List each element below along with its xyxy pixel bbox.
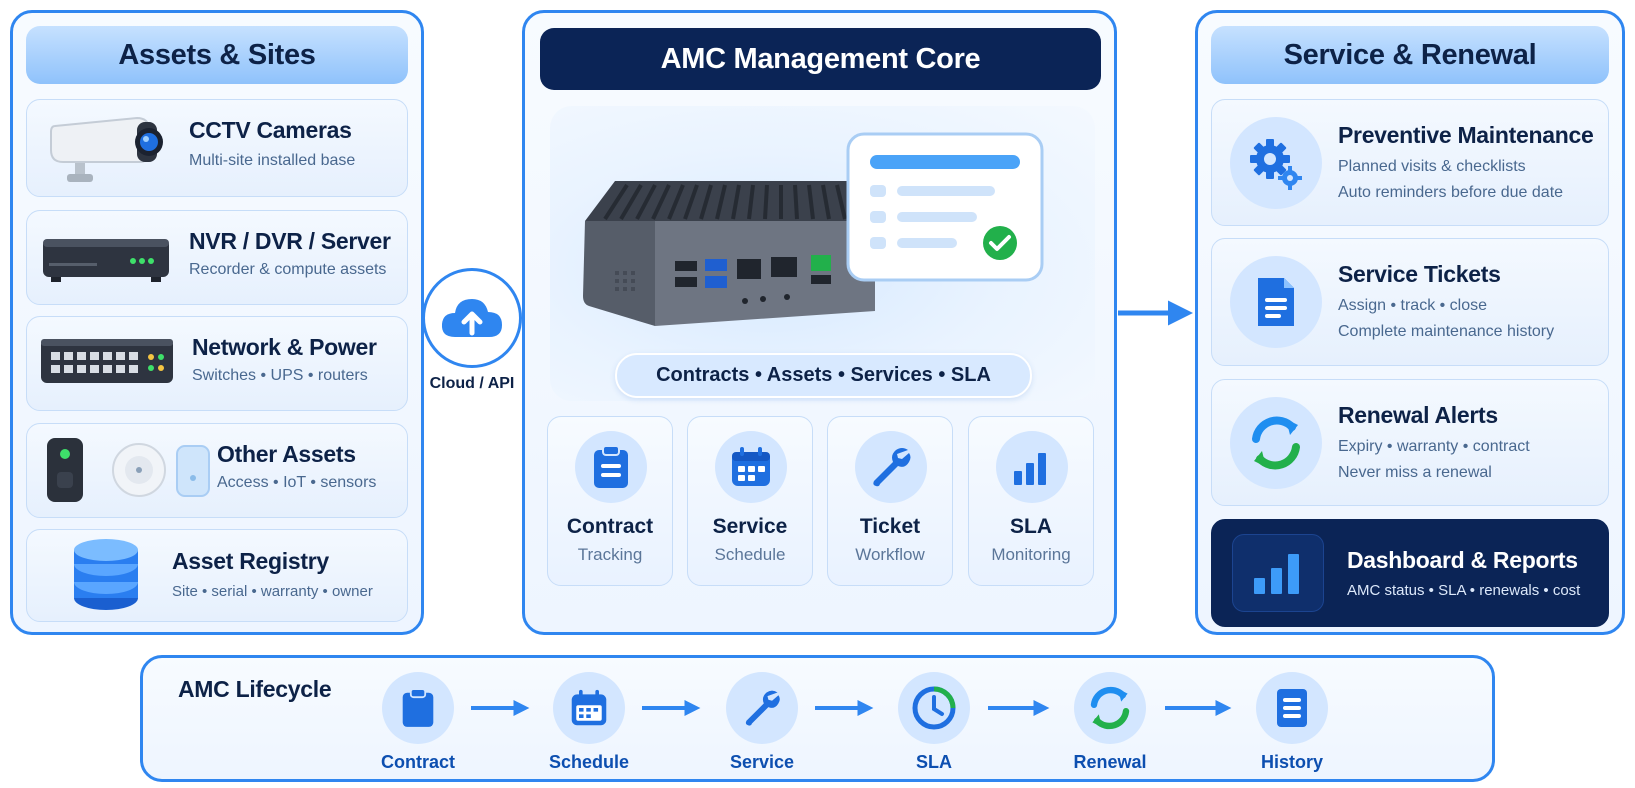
bar-chart-icon: [1254, 554, 1299, 594]
service-card-line2: Complete maintenance history: [1338, 323, 1555, 340]
nvr-device-icon: [41, 233, 171, 285]
asset-card-title: Network & Power: [192, 334, 377, 360]
list-document-icon: [1277, 689, 1307, 727]
asset-card-registry: Asset Registry Site • serial • warranty …: [26, 529, 408, 622]
asset-card-title: Asset Registry: [172, 548, 329, 574]
service-card-renewal-alerts: Renewal Alerts Expiry • warranty • contr…: [1211, 379, 1609, 506]
lifecycle-step-label: Contract: [380, 752, 455, 772]
service-card-line1: Expiry • warranty • contract: [1338, 438, 1530, 455]
amc-lifecycle-panel: AMC Lifecycle Contract: [140, 655, 1495, 782]
service-card-line1: AMC status • SLA • renewals • cost: [1347, 582, 1581, 599]
module-title: Contract: [566, 515, 654, 538]
module-ticket-workflow: Ticket Workflow: [827, 416, 953, 586]
checklist-card-icon: [846, 132, 1044, 282]
module-contract-tracking: Contract Tracking: [547, 416, 673, 586]
service-card-title: Dashboard & Reports: [1347, 547, 1578, 573]
asset-card-network-power: Network & Power Switches • UPS • routers: [26, 316, 408, 411]
clipboard-icon: [402, 688, 434, 727]
asset-card-title: NVR / DVR / Server: [189, 228, 391, 254]
service-card-dashboard-reports: Dashboard & Reports AMC status • SLA • r…: [1211, 519, 1609, 627]
service-card-line2: Never miss a renewal: [1338, 464, 1492, 481]
core-scope-pill: Contracts • Assets • Services • SLA: [615, 353, 1032, 398]
module-service-schedule: Service Schedule: [687, 416, 813, 586]
refresh-cycle-icon: [1090, 686, 1130, 730]
lifecycle-step-label: Schedule: [548, 752, 630, 772]
assets-sites-panel: Assets & Sites CCTV Cameras Multi-site i…: [10, 10, 424, 635]
cloud-api-node: [422, 268, 522, 368]
calendar-icon: [571, 689, 607, 726]
module-subtitle: Monitoring: [991, 545, 1071, 564]
assets-sites-header: Assets & Sites: [26, 26, 408, 84]
clock-icon: [912, 686, 956, 730]
module-subtitle: Schedule: [714, 545, 786, 564]
wrench-icon: [873, 448, 911, 487]
lifecycle-arrows: [471, 700, 1232, 716]
asset-card-subtitle: Access • IoT • sensors: [217, 474, 377, 491]
service-card-title: Preventive Maintenance: [1338, 122, 1594, 148]
service-card-preventive-maintenance: Preventive Maintenance Planned visits & …: [1211, 99, 1609, 226]
module-sla-monitoring: SLA Monitoring: [968, 416, 1094, 586]
service-card-line2: Auto reminders before due date: [1338, 184, 1564, 201]
mini-pc-icon: [583, 181, 875, 326]
access-iot-sensors-icon: [45, 434, 210, 506]
service-renewal-header: Service & Renewal: [1211, 26, 1609, 84]
asset-card-subtitle: Site • serial • warranty • owner: [172, 583, 373, 600]
amc-core-header: AMC Management Core: [540, 28, 1101, 90]
service-card-line1: Planned visits & checklists: [1338, 158, 1526, 175]
cloud-upload-icon: [441, 299, 502, 337]
asset-card-subtitle: Switches • UPS • routers: [192, 367, 368, 384]
asset-card-cctv: CCTV Cameras Multi-site installed base: [26, 99, 408, 197]
module-title: SLA: [1010, 515, 1052, 538]
service-renewal-panel: Service & Renewal Preve: [1195, 10, 1625, 635]
asset-card-subtitle: Multi-site installed base: [189, 152, 356, 169]
module-subtitle: Tracking: [577, 545, 643, 564]
wrench-icon: [745, 690, 780, 726]
network-switch-icon: [39, 335, 175, 389]
lifecycle-title: AMC Lifecycle: [178, 676, 332, 702]
lifecycle-step-label: SLA: [916, 752, 952, 772]
service-card-title: Renewal Alerts: [1338, 402, 1498, 428]
module-title: Ticket: [859, 515, 921, 538]
service-card-service-tickets: Service Tickets Assign • track • close C…: [1211, 238, 1609, 366]
asset-card-other: Other Assets Access • IoT • sensors: [26, 423, 408, 518]
cctv-camera-icon: [45, 112, 165, 190]
gears-icon: [1250, 139, 1302, 190]
asset-card-nvr: NVR / DVR / Server Recorder & compute as…: [26, 210, 408, 305]
module-title: Service: [712, 515, 788, 538]
bar-chart-icon: [1014, 453, 1046, 485]
refresh-cycle-icon: [1252, 416, 1300, 470]
lifecycle-step-label: History: [1260, 752, 1323, 772]
clipboard-icon: [594, 445, 628, 488]
calendar-icon: [732, 447, 770, 486]
lifecycle-step-label: Renewal: [1073, 752, 1147, 772]
document-icon: [1258, 278, 1294, 326]
service-card-line1: Assign • track • close: [1338, 297, 1488, 314]
lifecycle-step-label: Service: [729, 752, 795, 772]
asset-card-subtitle: Recorder & compute assets: [189, 261, 387, 278]
asset-card-title: Other Assets: [217, 441, 356, 467]
database-icon: [71, 538, 141, 616]
core-hero-illustration: [550, 106, 1095, 401]
cloud-api-label: Cloud / API: [429, 375, 515, 392]
module-subtitle: Workflow: [855, 545, 925, 564]
service-card-title: Service Tickets: [1338, 261, 1501, 287]
amc-core-panel: AMC Management Core Con: [522, 10, 1117, 635]
asset-card-title: CCTV Cameras: [189, 117, 352, 143]
